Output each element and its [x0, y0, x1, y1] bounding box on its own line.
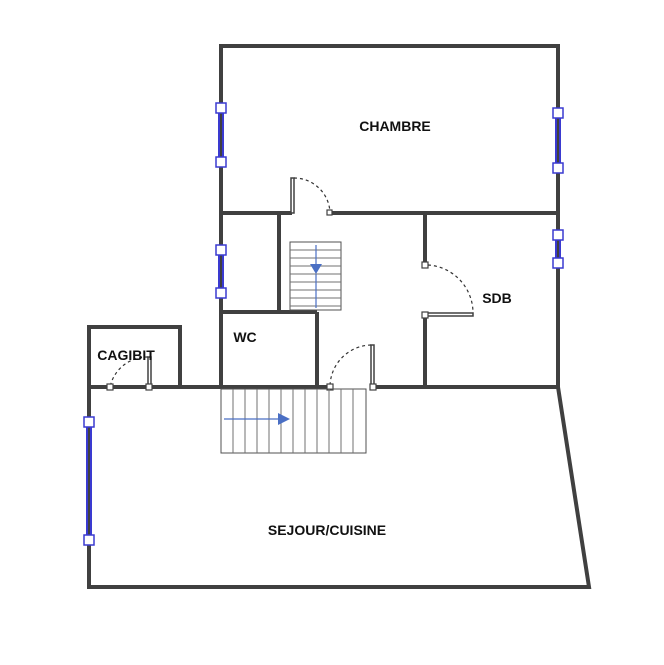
window-chambre-right	[552, 107, 564, 174]
stairs-lower	[220, 388, 367, 454]
room-label-sejour: SEJOUR/CUISINE	[268, 522, 386, 538]
room-label-chambre: CHAMBRE	[359, 118, 431, 134]
stairs-upper	[289, 241, 342, 311]
room-label-sdb: SDB	[482, 290, 512, 306]
room-labels: CHAMBRE SDB WC CAGIBIT SEJOUR/CUISINE	[97, 118, 512, 538]
door-hall	[326, 344, 377, 391]
windows	[83, 102, 564, 546]
window-sejour-left	[83, 416, 95, 546]
upper-exterior-wall	[219, 44, 560, 389]
sejour-exterior-wall	[87, 384, 592, 589]
interior-walls	[89, 211, 558, 389]
window-closet-left	[215, 244, 227, 299]
cagibit-wall	[87, 325, 182, 389]
window-chambre-left	[215, 102, 227, 168]
door-chambre	[290, 177, 333, 216]
window-sdb-right	[552, 229, 564, 269]
door-cagibit	[106, 356, 153, 391]
right-arrow-icon	[278, 413, 290, 425]
room-label-wc: WC	[233, 329, 256, 345]
exterior-walls	[87, 44, 592, 589]
room-label-cagibit: CAGIBIT	[97, 347, 155, 363]
doors	[106, 177, 474, 391]
door-sdb	[421, 261, 474, 319]
down-arrow-icon	[310, 264, 322, 274]
